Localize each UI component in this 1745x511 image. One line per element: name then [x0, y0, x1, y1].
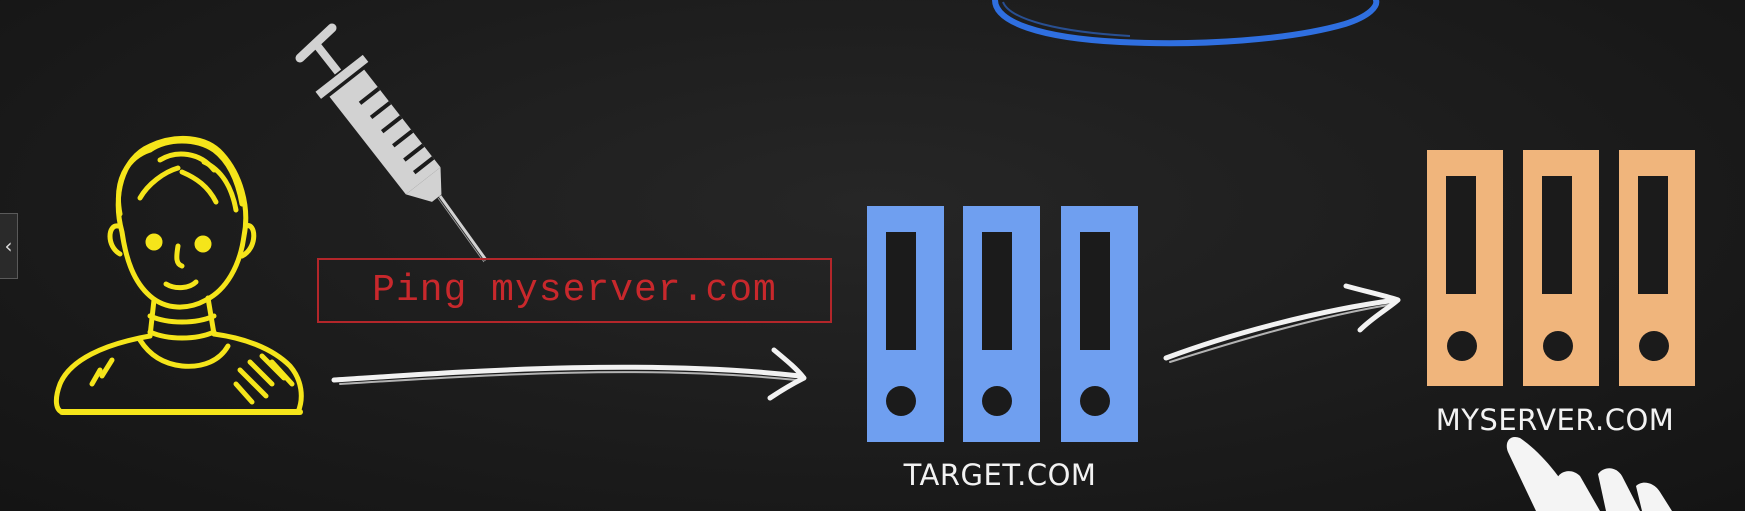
myserver-binder-1	[1427, 150, 1503, 386]
person-icon	[53, 135, 304, 415]
command-box: Ping myserver.com	[317, 258, 832, 323]
chevron-left-icon: ‹	[4, 234, 13, 258]
myserver-server-label: MYSERVER.COM	[1435, 403, 1675, 437]
previous-button[interactable]: ‹	[0, 213, 18, 279]
arrow-to-target	[331, 347, 807, 401]
target-binder-2	[963, 206, 1040, 442]
target-server-icon	[867, 206, 1138, 442]
myserver-server-icon	[1427, 150, 1695, 386]
target-binder-1	[867, 206, 944, 442]
arrow-to-myserver	[1163, 283, 1401, 363]
syringe-icon	[295, 23, 488, 263]
command-text: Ping myserver.com	[372, 269, 777, 312]
myserver-binder-2	[1523, 150, 1599, 386]
hand-pointer-icon	[1506, 436, 1672, 511]
target-binder-3	[1061, 206, 1138, 442]
target-server-label: TARGET.COM	[903, 458, 1097, 492]
myserver-binder-3	[1619, 150, 1695, 386]
cloud-icon	[992, 0, 1380, 47]
